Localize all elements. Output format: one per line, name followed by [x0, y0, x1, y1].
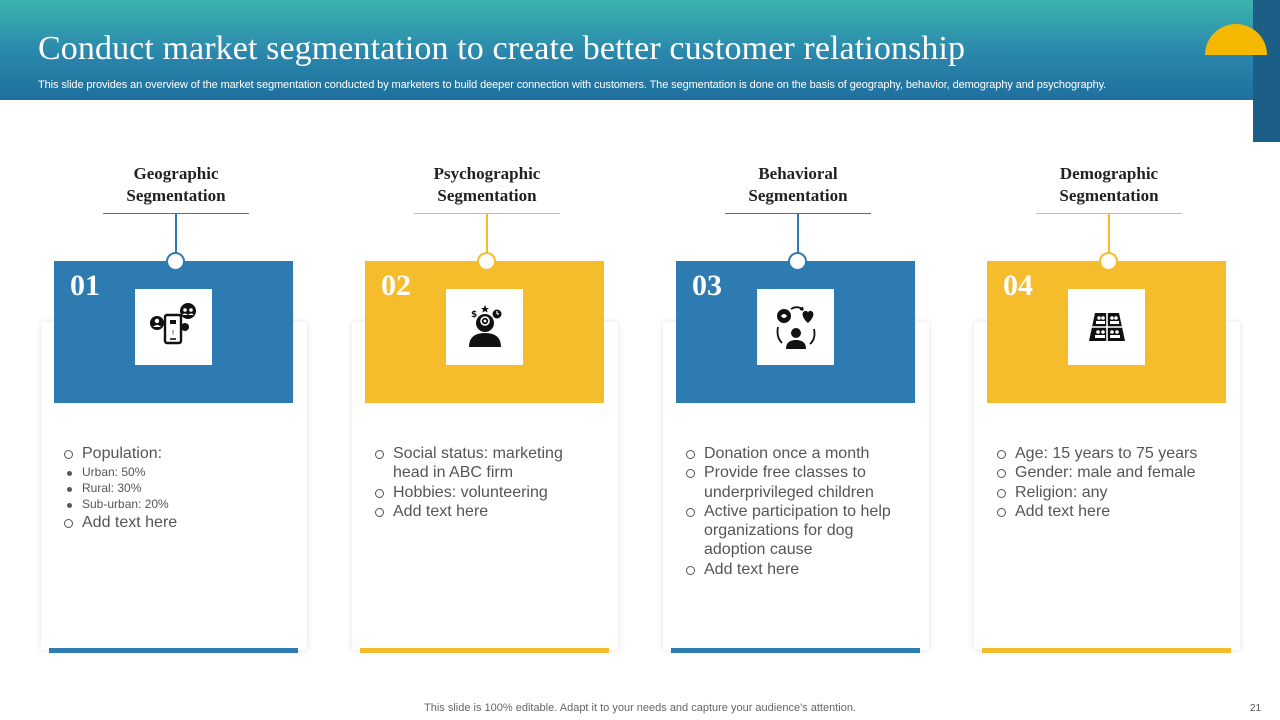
list-item: Add text here [996, 502, 1224, 521]
connector-dot [1099, 252, 1118, 271]
list-item: Add text here [63, 513, 291, 532]
list-item: Religion: any [996, 483, 1224, 502]
title-underline [414, 213, 560, 214]
svg-text:$: $ [471, 310, 477, 320]
segment-header-box: 02 $ [365, 261, 604, 403]
segment-number: 02 [381, 269, 411, 302]
header-banner: Conduct market segmentation to create be… [0, 0, 1280, 100]
sub-list-item: Sub-urban: 20% [63, 496, 291, 512]
segment-psychographic: Psychographic Segmentation 02 $ Social s… [352, 0, 622, 660]
corner-accent-bar [1253, 0, 1280, 142]
list-item: Age: 15 years to 75 years [996, 444, 1224, 463]
segment-number: 04 [1003, 269, 1033, 302]
segment-title: Geographic Segmentation [126, 164, 226, 205]
segment-number: 03 [692, 269, 722, 302]
segment-header-box: 03 [676, 261, 915, 403]
title-underline [103, 213, 249, 214]
segment-header-box: 01 ! [54, 261, 293, 403]
segment-number: 01 [70, 269, 100, 302]
footer-note: This slide is 100% editable. Adapt it to… [424, 702, 856, 714]
card-bottom-bar [671, 648, 920, 653]
segment-demographic: Demographic Segmentation 04 Age: 15 year… [974, 0, 1244, 660]
list-item: Social status: marketing head in ABC fir… [374, 444, 602, 483]
segment-behavioral: Behavioral Segmentation 03 Donation once… [663, 0, 933, 660]
segment-details: Social status: marketing head in ABC fir… [374, 444, 602, 521]
list-item: Provide free classes to underprivileged … [685, 463, 913, 502]
title-underline [1036, 213, 1182, 214]
list-item: Donation once a month [685, 444, 913, 463]
list-item: Active participation to help organizatio… [685, 502, 913, 560]
segment-details: Population: Urban: 50% Rural: 30% Sub-ur… [63, 444, 291, 533]
thinking-person-icon: $ [446, 289, 523, 365]
segment-geographic: Geographic Segmentation 01 ! Population [41, 0, 311, 660]
segment-title: Behavioral Segmentation [748, 164, 848, 205]
list-item: Hobbies: volunteering [374, 483, 602, 502]
connector-line [175, 214, 177, 254]
list-item: Population: [63, 444, 291, 463]
title-underline [725, 213, 871, 214]
segment-details: Age: 15 years to 75 years Gender: male a… [996, 444, 1224, 521]
connector-dot [477, 252, 496, 271]
connector-line [486, 214, 488, 254]
card-bottom-bar [360, 648, 609, 653]
list-item: Add text here [374, 502, 602, 521]
card-bottom-bar [982, 648, 1231, 653]
connector-line [797, 214, 799, 254]
segment-title: Demographic Segmentation [1059, 164, 1159, 205]
segment-header-box: 04 [987, 261, 1226, 403]
list-item: Add text here [685, 560, 913, 579]
behavior-cycle-icon [757, 289, 834, 365]
connector-line [1108, 214, 1110, 254]
audience-group-icon [1068, 289, 1145, 365]
connector-dot [166, 252, 185, 271]
page-number: 21 [1250, 703, 1262, 714]
connector-dot [788, 252, 807, 271]
mobile-users-icon: ! [135, 289, 212, 365]
page-title: Conduct market segmentation to create be… [38, 30, 966, 67]
segment-details: Donation once a month Provide free class… [685, 444, 913, 579]
sub-list-item: Urban: 50% [63, 464, 291, 480]
sub-list: Urban: 50% Rural: 30% Sub-urban: 20% [63, 464, 291, 512]
list-item: Gender: male and female [996, 463, 1224, 482]
card-bottom-bar [49, 648, 298, 653]
svg-text:!: ! [171, 329, 174, 337]
sub-list-item: Rural: 30% [63, 480, 291, 496]
page-subtitle: This slide provides an overview of the m… [38, 79, 1107, 91]
segment-title: Psychographic Segmentation [433, 164, 541, 205]
